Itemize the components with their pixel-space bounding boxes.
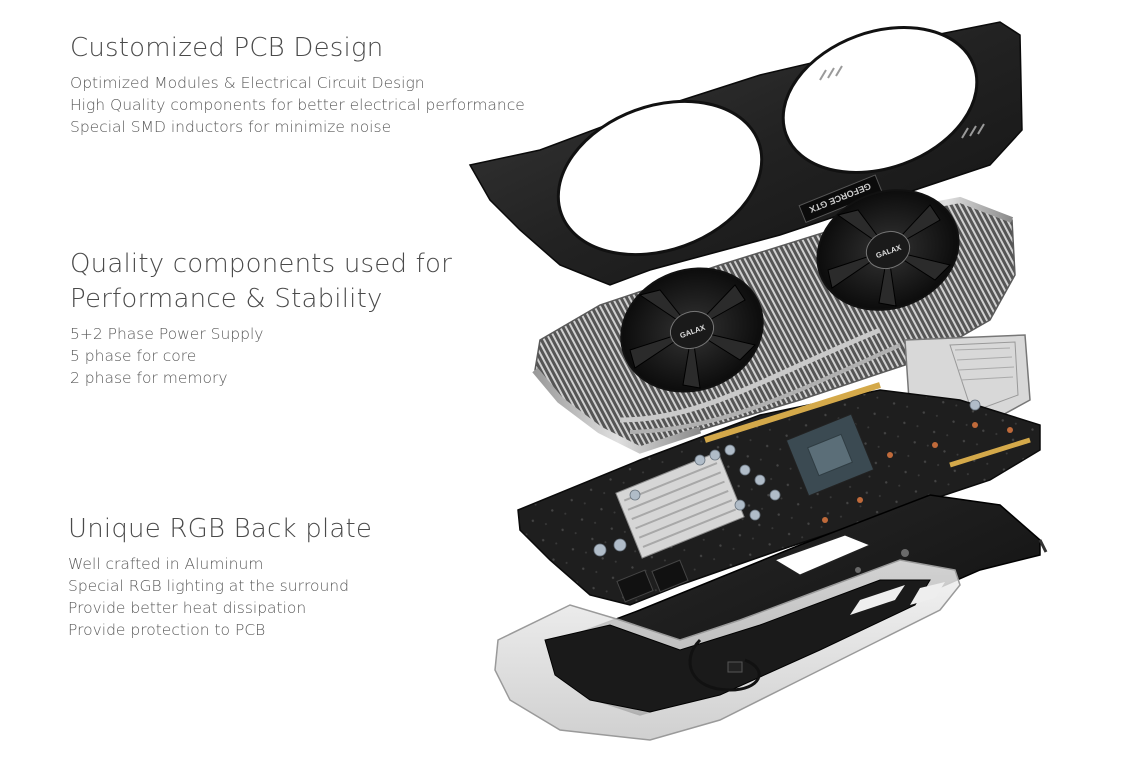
fan-right: GALAX bbox=[816, 189, 960, 311]
gpu-shroud: GEFORCE GTX bbox=[468, 21, 1023, 286]
feature-item: Optimized Modules & Electrical Circuit D… bbox=[70, 74, 425, 92]
feature-title-quality: Quality components used for Performance … bbox=[70, 247, 452, 317]
feature-list-pcb: Optimized Modules & Electrical Circuit D… bbox=[70, 72, 525, 138]
gpu-heatsink: GALAX GALAX bbox=[532, 189, 1031, 454]
feature-item: Provide protection to PCB bbox=[68, 621, 266, 639]
feature-title-quality-line1: Quality components used for bbox=[70, 249, 453, 279]
feature-item: Well crafted in Aluminum bbox=[68, 555, 264, 573]
exploded-gpu-illustration: GEFORCE GTX GALAX GALAX bbox=[468, 21, 1048, 741]
gpu-pcb bbox=[517, 382, 1041, 606]
fan-left: GALAX bbox=[620, 267, 764, 393]
feature-title-quality-line2: Performance & Stability bbox=[70, 284, 383, 314]
feature-quality-components: Quality components used for Performance … bbox=[70, 247, 452, 389]
feature-item: 5+2 Phase Power Supply bbox=[70, 325, 264, 343]
feature-item: Special RGB lighting at the surround bbox=[68, 577, 349, 595]
feature-rgb-backplate: Unique RGB Back plate Well crafted in Al… bbox=[68, 512, 372, 641]
feature-item: 2 phase for memory bbox=[70, 369, 228, 387]
feature-item: Special SMD inductors for minimize noise bbox=[70, 118, 392, 136]
feature-pcb-design: Customized PCB Design Optimized Modules … bbox=[70, 31, 525, 138]
feature-item: High Quality components for better elect… bbox=[70, 96, 525, 114]
feature-title-pcb: Customized PCB Design bbox=[70, 33, 384, 63]
feature-item: 5 phase for core bbox=[70, 347, 197, 365]
gpu-backplate bbox=[494, 494, 1048, 741]
feature-list-rgb: Well crafted in Aluminum Special RGB lig… bbox=[68, 553, 372, 641]
feature-item: Provide better heat dissipation bbox=[68, 599, 307, 617]
feature-list-quality: 5+2 Phase Power Supply 5 phase for core … bbox=[70, 323, 452, 389]
feature-title-rgb: Unique RGB Back plate bbox=[68, 514, 373, 544]
